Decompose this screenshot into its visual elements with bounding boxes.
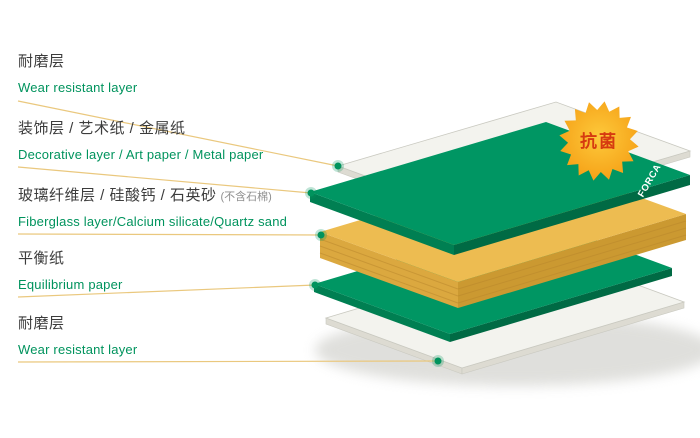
label-block-wear-top: 耐磨层 Wear resistant layer — [18, 50, 137, 95]
label-cn-wear-bottom: 耐磨层 — [18, 315, 65, 332]
leader-line-core — [17, 233, 322, 236]
label-en-wear-top: Wear resistant layer — [18, 80, 138, 95]
dot-equilibrium — [311, 281, 319, 289]
layer-decorative-edge-left — [310, 192, 454, 255]
leader-line-wear-top — [17, 100, 339, 167]
label-en-core: Fiberglass layer/Calcium silicate/Quartz… — [18, 214, 288, 229]
leader-line-decorative — [17, 166, 312, 194]
label-cn-core-main: 玻璃纤维层 / 硅酸钙 / 石英砂 — [18, 187, 217, 204]
leader-line-equilibrium — [17, 284, 316, 298]
core-sheet-stripes — [319, 220, 687, 304]
dot-wear-bottom — [434, 357, 442, 365]
label-block-wear-bottom: 耐磨层 Wear resistant layer — [18, 312, 137, 357]
dot-core — [317, 231, 325, 239]
label-block-equilibrium: 平衡纸 Equilibrium paper — [18, 247, 123, 292]
leader-lines — [17, 100, 439, 363]
label-en-equilibrium: Equilibrium paper — [18, 277, 123, 292]
label-cn-core: 玻璃纤维层 / 硅酸钙 / 石英砂(不含石棉) — [18, 184, 287, 205]
label-cn-wear-top: 耐磨层 — [18, 53, 65, 70]
layer-decorative-edge-right — [454, 175, 690, 255]
dot-wear-top — [334, 162, 342, 170]
label-en-wear-bottom: Wear resistant layer — [18, 342, 138, 357]
label-cn-core-note: (不含石棉) — [220, 191, 272, 203]
label-block-decorative: 装饰层 / 艺术纸 / 金属纸 Decorative layer / Art p… — [18, 117, 263, 162]
label-cn-decorative: 装饰层 / 艺术纸 / 金属纸 — [18, 120, 186, 137]
dot-decorative — [307, 189, 315, 197]
label-block-core: 玻璃纤维层 / 硅酸钙 / 石英砂(不含石棉) Fiberglass layer… — [18, 184, 287, 229]
layer-equilibrium-edge-right — [450, 268, 672, 342]
label-cn-equilibrium: 平衡纸 — [18, 250, 65, 267]
antibacterial-badge-label: 抗菌 — [580, 131, 618, 151]
leader-dots — [305, 160, 444, 367]
leader-line-wear-bottom — [17, 360, 439, 363]
starburst-icon — [559, 101, 639, 181]
layer-equilibrium-edge-left — [314, 284, 450, 342]
antibacterial-badge: 抗菌 — [559, 101, 639, 181]
label-en-decorative: Decorative layer / Art paper / Metal pap… — [18, 147, 264, 162]
